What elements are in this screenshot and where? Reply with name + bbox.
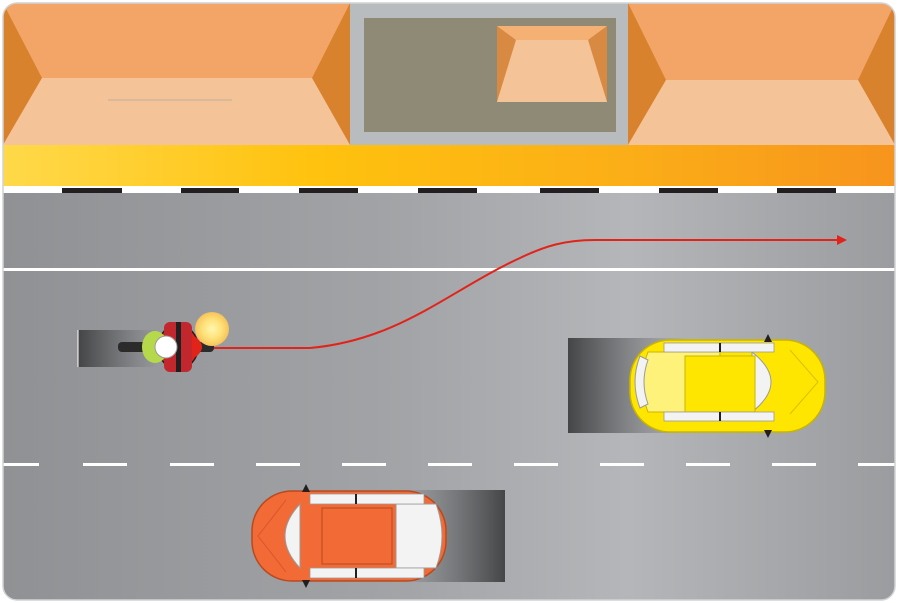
yellow-car-icon (568, 334, 825, 438)
curb-strip (3, 145, 895, 193)
buildings-row (3, 3, 895, 148)
solid-lane-line (3, 268, 895, 271)
garage-block (350, 3, 628, 145)
right-roof (628, 3, 895, 145)
orange-car-icon (252, 484, 505, 588)
headlight-glow-icon (195, 312, 229, 346)
left-roof (3, 3, 350, 145)
